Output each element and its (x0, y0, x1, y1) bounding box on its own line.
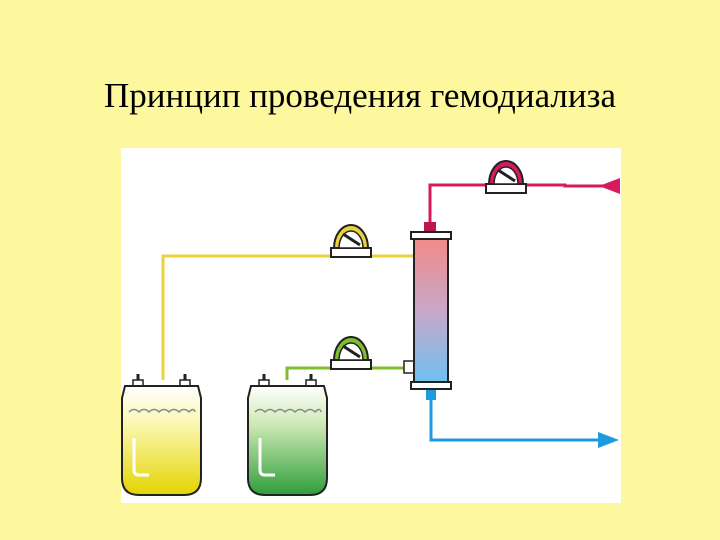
hemodialysis-diagram (121, 148, 621, 503)
fresh-dialysate-gauge-icon (330, 336, 372, 370)
blood-outflow-arrow-icon (598, 432, 619, 448)
fresh-dialysate-bag-icon (247, 374, 328, 496)
used-dialysate-bag-icon (121, 374, 202, 496)
used-dialysate-line (161, 254, 413, 380)
blood-pressure-gauge-icon (485, 160, 527, 194)
used-dialysate-gauge-icon (330, 224, 372, 258)
blood-inflow-arrow-icon (599, 178, 620, 194)
slide-title: Принцип проведения гемодиализа (104, 76, 616, 115)
blood-outflow-line (426, 388, 619, 448)
dialyzer (410, 231, 452, 390)
diagram-panel (121, 148, 621, 503)
blood-inflow-line (424, 178, 620, 232)
